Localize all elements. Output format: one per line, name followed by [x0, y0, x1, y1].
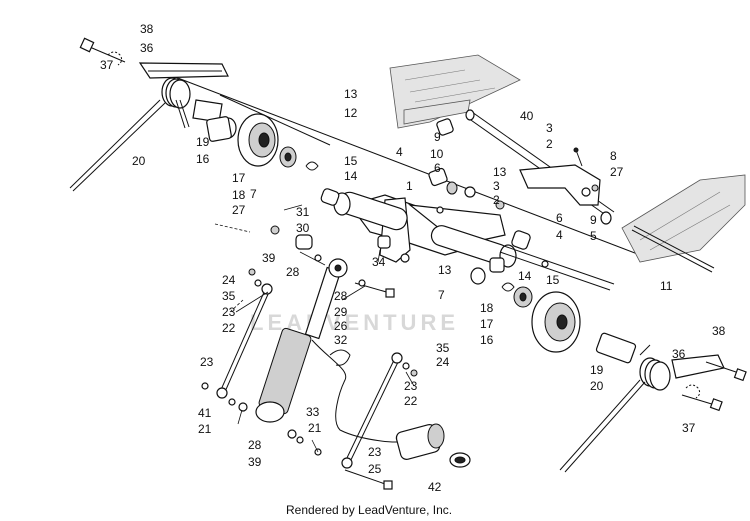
callout-label: 24	[222, 273, 236, 287]
callout-label: 41	[198, 406, 212, 420]
callout-label: 12	[344, 106, 358, 120]
leader-lines	[214, 204, 415, 453]
callout-label: 6	[434, 161, 441, 175]
callout-label: 34	[372, 255, 386, 269]
callout-label: 28	[248, 438, 262, 452]
shock-reservoir	[395, 423, 471, 468]
callout-label: 30	[296, 221, 310, 235]
callout-label: 17	[480, 317, 494, 331]
callout-label: 40	[520, 109, 534, 123]
callout-label: 3	[493, 179, 500, 193]
callout-label: 13	[438, 263, 452, 277]
center-axis-lines	[169, 74, 641, 256]
upper-left-spring-assembly	[69, 37, 229, 192]
callout-label: 22	[404, 394, 418, 408]
callout-label: 19	[590, 363, 604, 377]
callout-label: 2	[493, 193, 500, 207]
callout-label: 29	[334, 305, 348, 319]
lower-shaft-5	[470, 225, 715, 291]
callout-label: 27	[610, 165, 624, 179]
callout-label: 8	[610, 149, 617, 163]
callout-label: 23	[404, 379, 418, 393]
callout-label: 26	[334, 319, 348, 333]
spring-arm-rod-left	[69, 99, 161, 189]
callout-label: 32	[334, 333, 348, 347]
callout-label: 38	[140, 22, 154, 36]
watermark: LEADVENTURE	[250, 310, 459, 335]
callout-label: 37	[682, 421, 696, 435]
upper-idler-wheel	[206, 113, 319, 171]
callout-label: 21	[308, 421, 322, 435]
callout-label: 7	[250, 187, 257, 201]
callout-label: 13	[344, 87, 358, 101]
rail-frame-upper	[389, 54, 521, 129]
callout-label: 15	[546, 273, 560, 287]
callout-label: 5	[590, 229, 597, 243]
bracket-8	[519, 147, 612, 225]
rail-frame-lower	[621, 174, 746, 263]
callout-label: 23	[200, 355, 214, 369]
spacer-block-right	[595, 332, 637, 364]
callout-label: 14	[518, 269, 532, 283]
callout-label: 16	[480, 333, 494, 347]
callout-label: 4	[396, 145, 403, 159]
callout-label: 19	[196, 135, 210, 149]
callout-label: 15	[344, 154, 358, 168]
callout-label: 18	[480, 301, 494, 315]
callout-label: 37	[100, 58, 114, 72]
callout-label: 20	[132, 154, 146, 168]
callout-label: 36	[140, 41, 154, 55]
callout-label: 39	[248, 455, 262, 469]
callout-label: 18	[232, 188, 246, 202]
callout-label: 21	[198, 422, 212, 436]
long-bolt-11	[631, 229, 713, 273]
pivot-arm-assembly	[270, 186, 517, 268]
callout-label: 25	[368, 462, 382, 476]
callout-label: 35	[222, 289, 236, 303]
callout-label: 42	[428, 480, 442, 494]
callout-label: 1	[406, 179, 413, 193]
callout-label: 7	[438, 288, 445, 302]
credit-text: Rendered by LeadVenture, Inc.	[286, 503, 452, 517]
callout-label: 20	[590, 379, 604, 393]
callout-label: 28	[286, 265, 300, 279]
callout-label: 24	[436, 355, 450, 369]
callout-label: 14	[344, 169, 358, 183]
callout-label: 9	[434, 130, 441, 144]
lower-idler-wheel	[501, 282, 581, 353]
callout-label: 23	[222, 305, 236, 319]
callout-label: 11	[660, 279, 673, 293]
callout-label: 22	[222, 321, 236, 335]
callout-label: 17	[232, 171, 246, 185]
callout-label: 3	[546, 121, 553, 135]
callout-label: 23	[368, 445, 382, 459]
callout-label: 4	[556, 228, 563, 242]
callout-label: 16	[196, 152, 210, 166]
lower-right-spring-assembly	[559, 332, 747, 473]
callout-label: 31	[296, 205, 310, 219]
callout-label: 33	[306, 405, 320, 419]
callout-label: 2	[546, 137, 553, 151]
callout-label: 36	[672, 347, 686, 361]
callout-label: 10	[430, 147, 444, 161]
callout-label: 38	[712, 324, 726, 338]
callout-label: 9	[590, 213, 597, 227]
shock-absorber-33	[255, 258, 409, 443]
callout-label: 28	[334, 289, 348, 303]
callout-label: 13	[493, 165, 507, 179]
callout-label: 27	[232, 203, 246, 217]
link-rod-left	[201, 268, 304, 444]
callout-label: 35	[436, 341, 450, 355]
callout-label: 6	[556, 211, 563, 225]
callout-label: 39	[262, 251, 276, 265]
link-rod-right	[314, 279, 418, 490]
